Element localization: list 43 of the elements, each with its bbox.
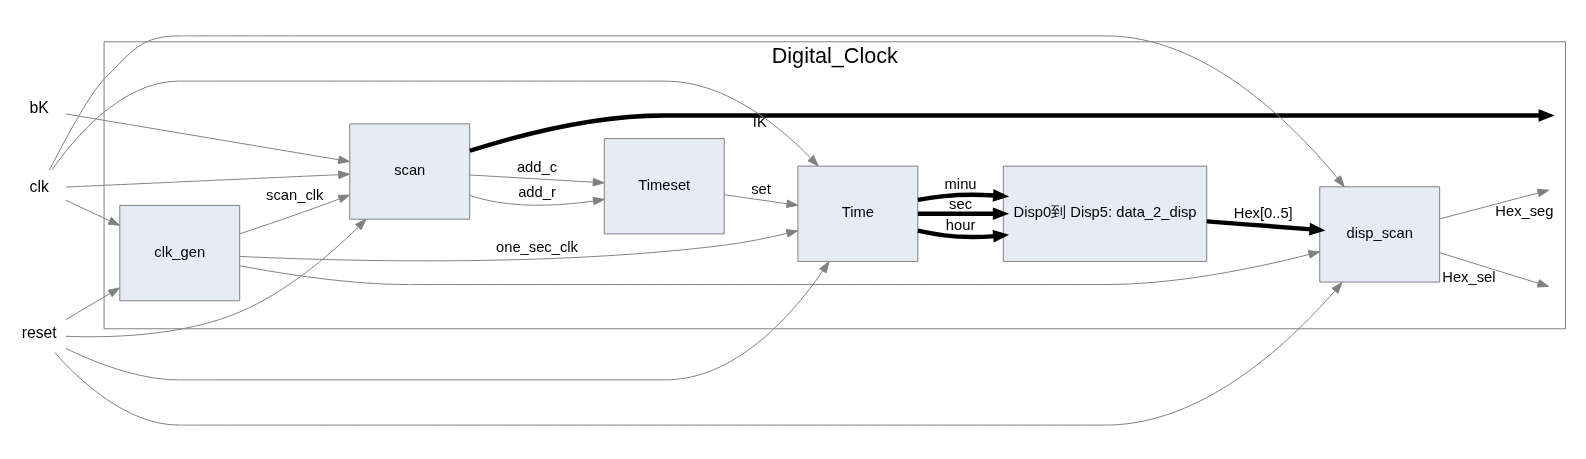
node-box: Disp0到 Disp5: data_2_disp bbox=[1002, 165, 1208, 262]
edge-label: scan_clk bbox=[266, 187, 324, 204]
arrow bbox=[1206, 219, 1326, 236]
arrow bbox=[65, 113, 350, 164]
arrow bbox=[239, 250, 1321, 285]
edge-label: add_c bbox=[516, 158, 558, 175]
node-box: scan bbox=[349, 123, 471, 220]
arrow bbox=[917, 207, 1009, 221]
edge-label: Hex_sel bbox=[1442, 268, 1496, 285]
edge-label: set bbox=[751, 181, 771, 198]
arrow bbox=[1439, 188, 1550, 220]
edge-label: add_r bbox=[518, 184, 556, 201]
arrow bbox=[723, 194, 799, 208]
node-text: clk bbox=[29, 177, 49, 195]
arrow bbox=[469, 109, 1555, 153]
edge-label: minu bbox=[944, 176, 977, 193]
edge-label: IK bbox=[752, 114, 767, 131]
edge-label: one_sec_clk bbox=[496, 239, 578, 256]
arrow bbox=[1439, 252, 1550, 288]
edge-label: Hex[0..5] bbox=[1233, 204, 1293, 221]
edge-label: hour bbox=[945, 217, 976, 234]
arrow bbox=[65, 287, 121, 320]
node-text: bK bbox=[29, 99, 49, 117]
arrow bbox=[65, 218, 367, 338]
arrow bbox=[48, 35, 1345, 188]
node-box: disp_scan bbox=[1319, 186, 1441, 283]
arrow bbox=[65, 261, 830, 381]
node-box: Timeset bbox=[603, 138, 725, 235]
arrow bbox=[51, 80, 819, 171]
node-box: clk_gen bbox=[119, 204, 241, 302]
arrow bbox=[917, 228, 1010, 243]
arrow bbox=[469, 174, 605, 187]
arrow bbox=[917, 189, 1010, 203]
arrow bbox=[54, 282, 1343, 426]
arrow bbox=[65, 199, 121, 226]
node-text: reset bbox=[21, 324, 57, 342]
node-box: Time bbox=[797, 165, 919, 262]
arrow bbox=[65, 170, 350, 188]
edge-label: Hex_seg bbox=[1495, 203, 1554, 220]
edge-label: sec bbox=[949, 195, 973, 212]
arrow bbox=[469, 195, 605, 206]
arrow bbox=[239, 194, 351, 235]
arrow bbox=[239, 229, 799, 262]
